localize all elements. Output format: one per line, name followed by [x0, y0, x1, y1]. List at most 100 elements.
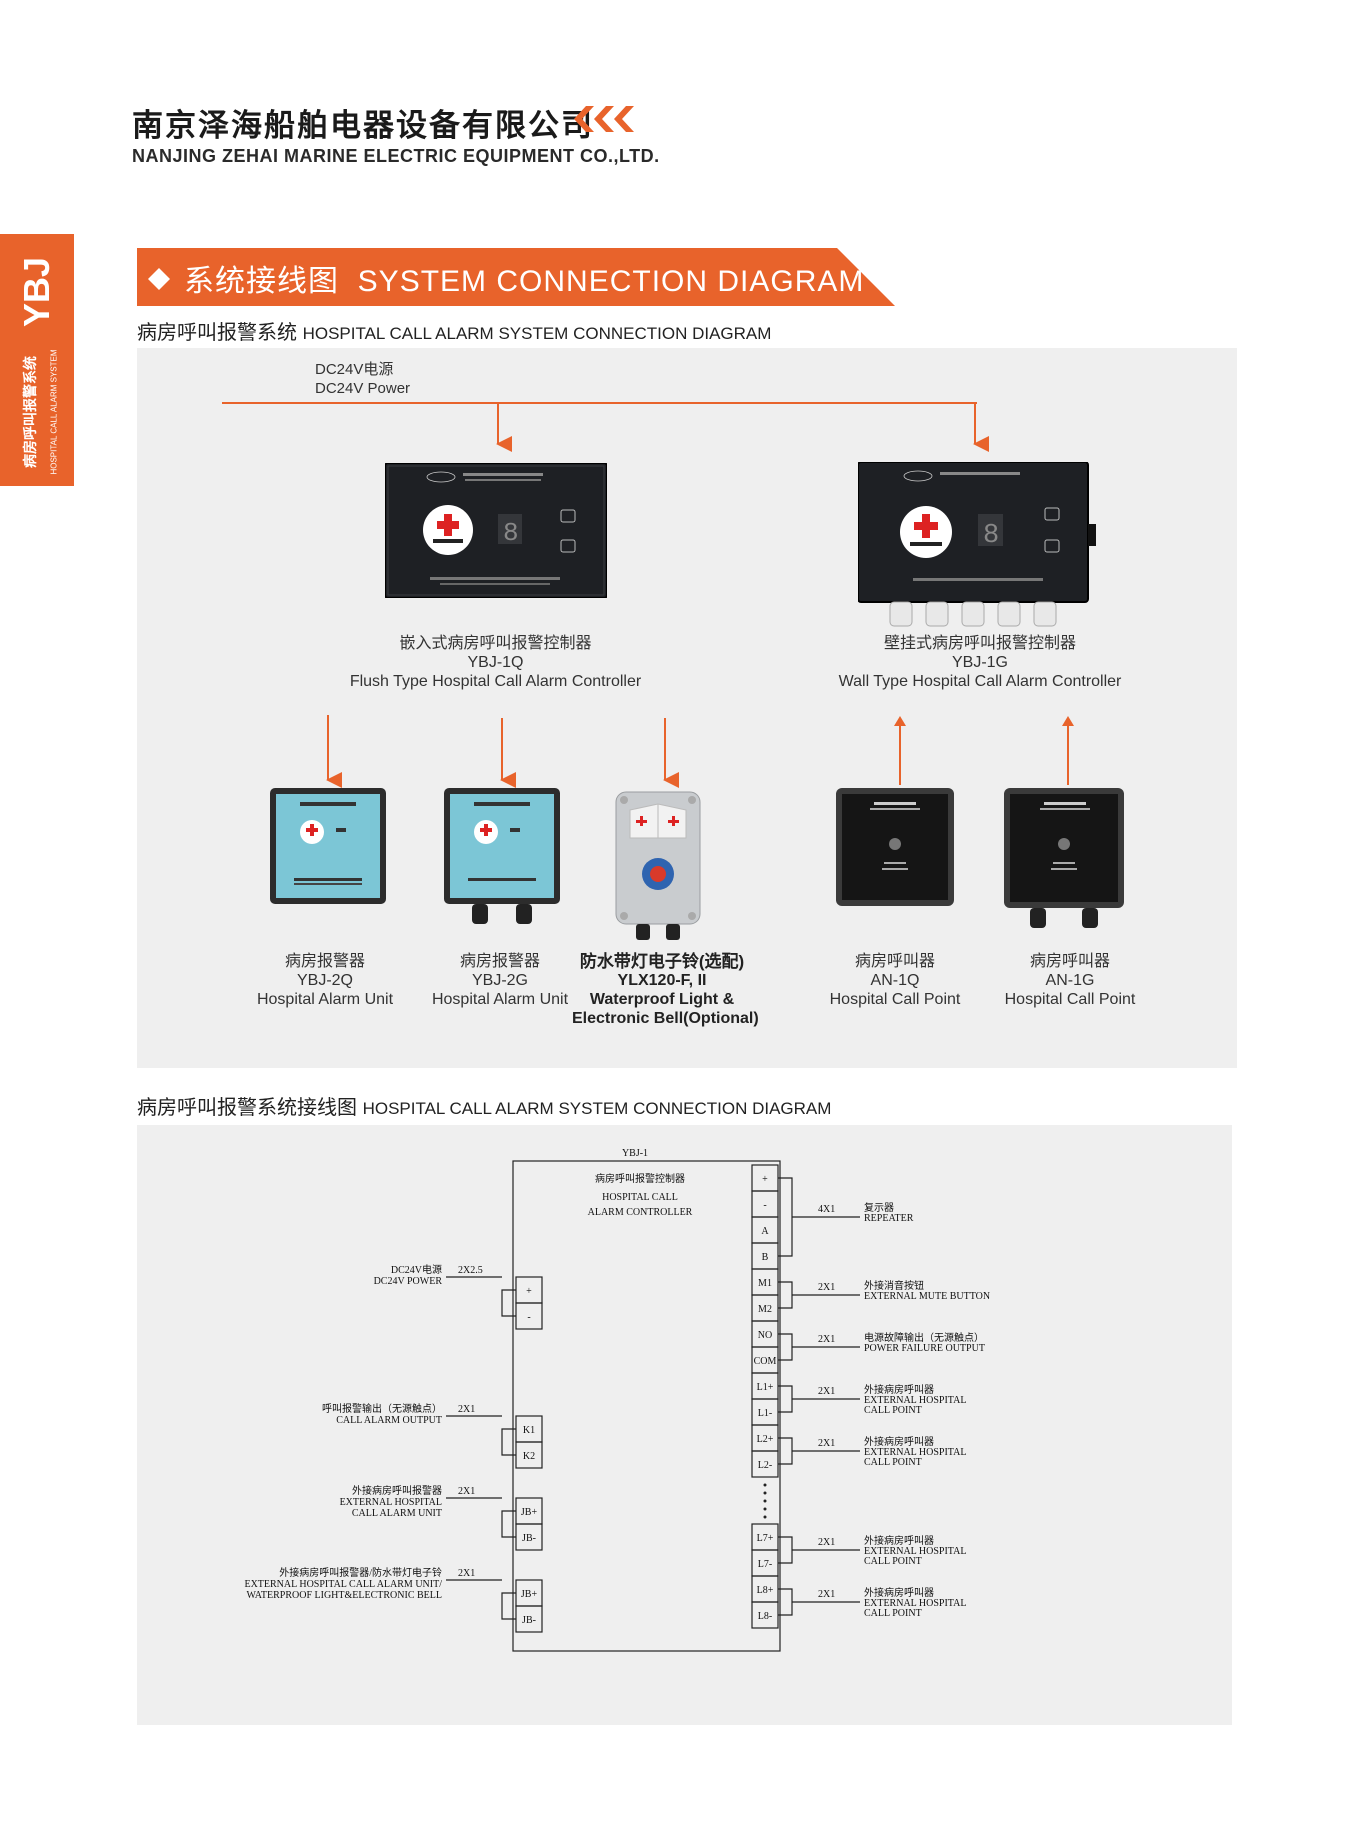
ellipsis-dot [763, 1515, 767, 1519]
wall-controller-name-en: Wall Type Hospital Call Alarm Controller [838, 673, 1122, 690]
device-caption-2g: 病房报警器 YBJ-2G Hospital Alarm Unit [420, 952, 580, 1009]
company-name-cn: 南京泽海船舶电器设备有限公司 [132, 108, 594, 143]
right-label-cn: 电源故障输出（无源触点） [864, 1331, 984, 1344]
right-label-en: EXTERNAL HOSPITAL [864, 1395, 966, 1406]
power-wiring [222, 402, 1074, 788]
right-terminal-label: M1 [758, 1278, 772, 1289]
controller-name-en1: HOSPITAL CALL [602, 1192, 678, 1203]
device-caption-1q: 病房呼叫器 AN-1Q Hospital Call Point [815, 952, 975, 1009]
left-terminal-label: JB- [522, 1615, 536, 1626]
right-terminal-label: A [761, 1226, 769, 1237]
controller-label: YBJ-1 [622, 1148, 648, 1159]
right-label-en2: CALL POINT [864, 1608, 922, 1619]
left-label-cn: 外接病房呼叫报警器 [352, 1484, 442, 1497]
svg-text:8: 8 [503, 518, 519, 548]
left-label-en: EXTERNAL HOSPITAL CALL ALARM UNIT/ [244, 1579, 442, 1590]
wall-controller-model: YBJ-1G [951, 654, 1008, 671]
left-terminal-label: - [527, 1312, 530, 1323]
power-label-en: DC24V Power [315, 380, 411, 397]
right-label-cn: 外接消音按钮 [864, 1279, 924, 1292]
right-cable-size: 2X1 [818, 1386, 835, 1397]
left-terminal-label: K2 [523, 1451, 535, 1462]
device-bell-name-cn: 防水带灯电子铃(选配) [579, 952, 745, 971]
left-cable-size: 2X2.5 [458, 1265, 483, 1276]
right-label-cn: 外接病房呼叫器 [864, 1534, 934, 1547]
device-2g-name-cn: 病房报警器 [459, 953, 540, 970]
right-terminal-label: L2+ [757, 1434, 774, 1445]
left-label-en: EXTERNAL HOSPITAL [340, 1497, 442, 1508]
section1-title-en: HOSPITAL CALL ALARM SYSTEM CONNECTION DI… [302, 324, 772, 343]
ellipsis-dot [763, 1507, 767, 1511]
right-label-cn: 外接病房呼叫器 [864, 1586, 934, 1599]
right-label-en: EXTERNAL HOSPITAL [864, 1546, 966, 1557]
section1-title: 病房呼叫报警系统 HOSPITAL CALL ALARM SYSTEM CONN… [137, 316, 771, 345]
right-label-en: EXTERNAL HOSPITAL [864, 1447, 966, 1458]
right-terminal-label: L2- [758, 1460, 772, 1471]
device-2g-name-en: Hospital Alarm Unit [431, 991, 569, 1008]
section2-title-en: HOSPITAL CALL ALARM SYSTEM CONNECTION DI… [362, 1099, 832, 1118]
right-cable-size: 2X1 [818, 1282, 835, 1293]
right-terminal-label: NO [758, 1330, 772, 1341]
flush-controller-caption: 嵌入式病房呼叫报警控制器 YBJ-1Q Flush Type Hospital … [343, 634, 648, 691]
left-label-en2: CALL ALARM UNIT [352, 1508, 442, 1519]
chevron-logo-icon [574, 106, 634, 132]
left-bus [501, 1510, 516, 1538]
call-point-1g-image [1004, 788, 1124, 928]
left-bus [501, 1428, 516, 1456]
right-label-cn: 复示器 [864, 1201, 894, 1214]
wall-controller-caption: 壁挂式病房呼叫报警控制器 YBJ-1G Wall Type Hospital C… [830, 634, 1130, 691]
left-terminal-label: + [526, 1286, 532, 1297]
device-1g-name-cn: 病房呼叫器 [1029, 953, 1110, 970]
call-point-1q-image [836, 788, 954, 906]
left-label-cn: DC24V电源 [391, 1263, 442, 1276]
right-label-en2: CALL POINT [864, 1556, 922, 1567]
right-label-en: POWER FAILURE OUTPUT [864, 1343, 985, 1354]
left-bus [501, 1592, 516, 1620]
svg-text:8: 8 [983, 521, 999, 551]
left-cable-size: 2X1 [458, 1486, 475, 1497]
wall-controller-name-cn: 壁挂式病房呼叫报警控制器 [883, 635, 1076, 652]
right-terminal-label: M2 [758, 1304, 772, 1315]
power-label: DC24V电源 DC24V Power [315, 360, 410, 398]
company-name-en: NANJING ZEHAI MARINE ELECTRIC EQUIPMENT … [132, 146, 660, 166]
left-label-en: CALL ALARM OUTPUT [336, 1415, 442, 1426]
alarm-unit-2q-image [270, 788, 386, 904]
right-label-en2: CALL POINT [864, 1405, 922, 1416]
device-2q-name-cn: 病房报警器 [284, 953, 365, 970]
device-1q-model: AN-1Q [870, 972, 920, 989]
right-label-en2: CALL POINT [864, 1457, 922, 1468]
left-label-cn: 外接病房呼叫报警器/防水带灯电子铃 [279, 1566, 442, 1579]
right-label-en: EXTERNAL HOSPITAL [864, 1598, 966, 1609]
right-cable-size: 2X1 [818, 1589, 835, 1600]
right-terminal-label: L1- [758, 1408, 772, 1419]
flush-controller-model: YBJ-1Q [467, 654, 524, 671]
left-terminal-label: K1 [523, 1425, 535, 1436]
right-label-cn: 外接病房呼叫器 [864, 1383, 934, 1396]
right-terminal-label: L1+ [757, 1382, 774, 1393]
right-terminal-label: L7+ [757, 1533, 774, 1544]
left-label-cn: 呼叫报警输出（无源触点） [322, 1402, 442, 1415]
wiring-diagram-panel [137, 1125, 1232, 1725]
device-1q-name-cn: 病房呼叫器 [854, 953, 935, 970]
wall-controller-image: 8 [858, 462, 1096, 627]
device-2q-model: YBJ-2Q [296, 972, 353, 989]
right-label-cn: 外接病房呼叫器 [864, 1435, 934, 1448]
right-terminal-label: - [763, 1200, 766, 1211]
controller-box [512, 1160, 781, 1652]
right-label-en: REPEATER [864, 1213, 914, 1224]
right-terminal-label: B [762, 1252, 769, 1263]
right-terminal-label: L7- [758, 1559, 772, 1570]
ellipsis-dot [763, 1499, 767, 1503]
left-label-en: DC24V POWER [374, 1276, 443, 1287]
left-cable-size: 2X1 [458, 1404, 475, 1415]
banner-title: 系统接线图 SYSTEM CONNECTION DIAGRAM [184, 256, 864, 300]
left-terminal-label: JB+ [521, 1507, 538, 1518]
device-1g-name-en: Hospital Call Point [1004, 991, 1136, 1008]
waterproof-bell-image [615, 791, 701, 940]
device-bell-name-en2: Electronic Bell(Optional) [572, 1010, 759, 1027]
right-label-en: EXTERNAL MUTE BUTTON [864, 1291, 990, 1302]
side-tab [0, 234, 74, 486]
device-caption-2q: 病房报警器 YBJ-2Q Hospital Alarm Unit [245, 952, 405, 1009]
left-label-en2: WATERPROOF LIGHT&ELECTRONIC BELL [246, 1590, 442, 1601]
